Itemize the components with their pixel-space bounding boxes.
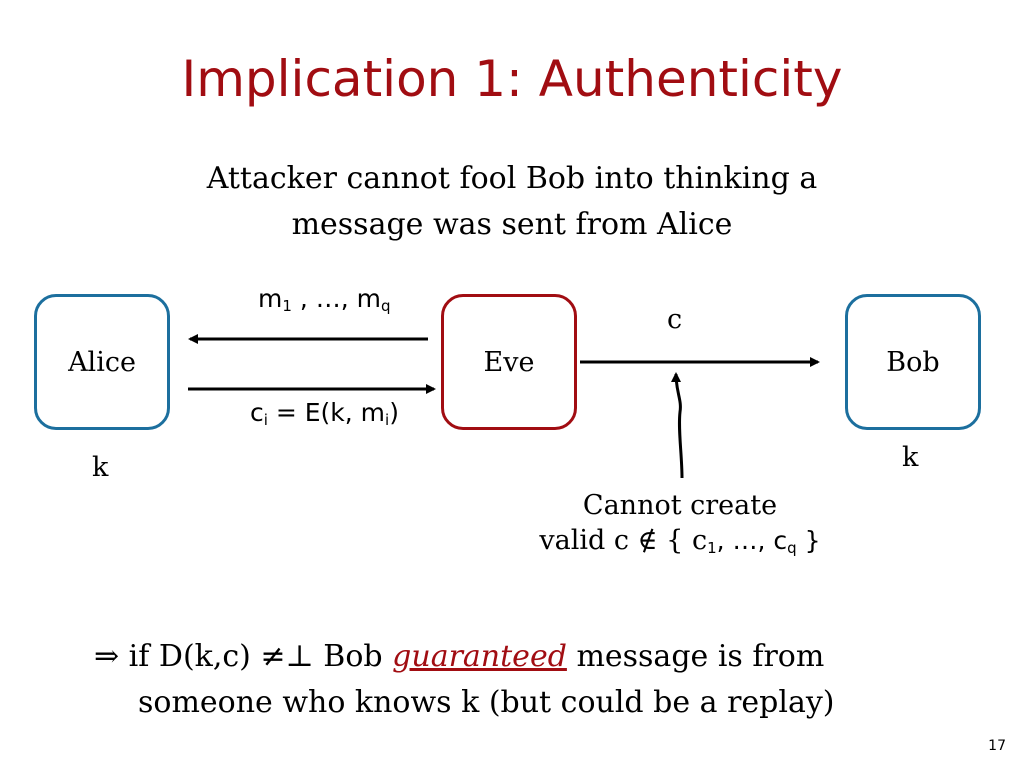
slide-subtitle: Attacker cannot fool Bob into thinking a… — [0, 156, 1024, 248]
subtitle-line-1: Attacker cannot fool Bob into thinking a — [206, 161, 818, 196]
bob-key: k — [902, 442, 919, 473]
conclusion-line-1: ⇒ if D(k,c) ≠⊥ Bob guaranteed message is… — [94, 639, 825, 674]
slide-title: Implication 1: Authenticity — [181, 50, 843, 108]
subtitle-line-2: message was sent from Alice — [291, 207, 733, 242]
eve-node: Eve — [441, 294, 577, 430]
implies-symbol: ⇒ — [94, 639, 120, 674]
page-number: 17 — [988, 738, 1006, 754]
alice-key: k — [92, 452, 109, 483]
eve-label: Eve — [483, 346, 535, 378]
forgery-note: Cannot create valid c ∉ { c1, …, cq } — [500, 490, 860, 557]
response-label: ci = E(k, mi) — [250, 398, 399, 429]
alice-node: Alice — [34, 294, 170, 430]
emphasis-guaranteed: guaranteed — [392, 639, 567, 674]
note-line-2: valid c ∉ { c1, …, cq } — [539, 525, 821, 557]
query-label: m1 , …, mq — [258, 284, 391, 315]
bob-node: Bob — [845, 294, 981, 430]
note-line-1: Cannot create — [582, 490, 778, 521]
conclusion-line-2: someone who knows k (but could be a repl… — [138, 685, 835, 720]
bob-label: Bob — [886, 346, 940, 378]
alice-label: Alice — [68, 346, 136, 378]
forgery-label: c — [667, 304, 683, 335]
note-pointer-arrow — [671, 372, 684, 479]
conclusion: ⇒ if D(k,c) ≠⊥ Bob guaranteed message is… — [94, 634, 994, 726]
